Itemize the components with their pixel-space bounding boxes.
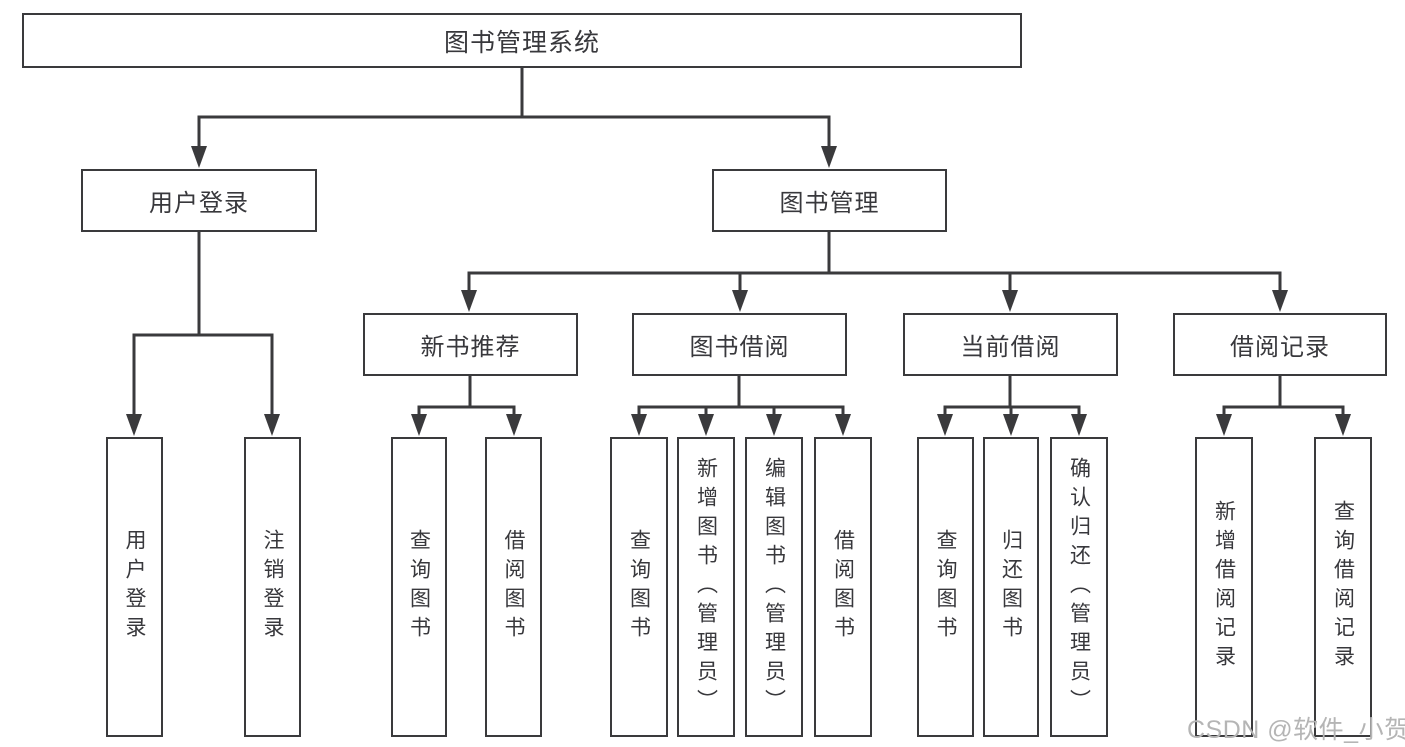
leaf-edit-books-admin: 编辑图书（管理员） xyxy=(745,437,803,737)
node-label: 新书推荐 xyxy=(420,334,521,361)
node-label: 当前借阅 xyxy=(960,334,1061,361)
arrow-down-icon xyxy=(1071,414,1087,436)
node-label: 图书借阅 xyxy=(689,334,790,361)
connector-book-management xyxy=(461,231,1288,312)
arrow-down-icon xyxy=(191,146,207,168)
node-label: 借阅记录 xyxy=(1230,334,1330,361)
connector-borrowing-records xyxy=(1216,375,1351,436)
connector-book-borrowing xyxy=(631,375,851,436)
node-book-borrowing: 图书借阅 xyxy=(632,313,847,376)
leaf-add-borrow-record: 新增借阅记录 xyxy=(1195,437,1253,737)
arrow-down-icon xyxy=(1335,414,1351,436)
leaf-borrow-books: 借阅图书 xyxy=(814,437,872,737)
node-label: 用户登录 xyxy=(149,190,249,217)
arrow-down-icon xyxy=(698,414,714,436)
leaf-return-books: 归还图书 xyxy=(983,437,1039,737)
node-label: 查询借阅记录 xyxy=(1331,500,1355,674)
leaf-query-borrow-record: 查询借阅记录 xyxy=(1314,437,1372,737)
leaf-user-login: 用户登录 xyxy=(106,437,163,737)
connector-new-book-recommend xyxy=(411,375,522,436)
connector-current-borrowing xyxy=(937,375,1087,436)
arrow-down-icon xyxy=(1216,414,1232,436)
node-label: 确认归还（管理员） xyxy=(1067,456,1091,718)
arrow-down-icon xyxy=(937,414,953,436)
connector-root xyxy=(191,67,837,168)
node-borrowing-records: 借阅记录 xyxy=(1173,313,1387,376)
arrow-down-icon xyxy=(821,146,837,168)
node-library-system: 图书管理系统 xyxy=(22,13,1022,68)
arrow-down-icon xyxy=(461,290,477,312)
arrow-down-icon xyxy=(264,414,280,436)
node-label: 用户登录 xyxy=(123,529,146,645)
leaf-query-books: 查询图书 xyxy=(391,437,447,737)
arrow-down-icon xyxy=(766,414,782,436)
arrow-down-icon xyxy=(631,414,647,436)
node-current-borrowing: 当前借阅 xyxy=(903,313,1118,376)
arrow-down-icon xyxy=(506,414,522,436)
node-label: 新增图书（管理员） xyxy=(694,456,718,718)
node-new-book-recommend: 新书推荐 xyxy=(363,313,578,376)
arrow-down-icon xyxy=(1002,290,1018,312)
node-user-login: 用户登录 xyxy=(81,169,317,232)
leaf-query-books: 查询图书 xyxy=(917,437,974,737)
leaf-confirm-return-admin: 确认归还（管理员） xyxy=(1050,437,1108,737)
node-label: 查询图书 xyxy=(407,529,431,645)
node-label: 查询图书 xyxy=(934,529,957,645)
leaf-query-books: 查询图书 xyxy=(610,437,668,737)
csdn-watermark: CSDN @软件_小贺同学 xyxy=(1187,716,1405,744)
node-book-management: 图书管理 xyxy=(712,169,947,232)
arrow-down-icon xyxy=(732,290,748,312)
arrow-down-icon xyxy=(835,414,851,436)
connector-user-login xyxy=(126,231,280,436)
arrow-down-icon xyxy=(411,414,427,436)
arrow-down-icon xyxy=(1003,414,1019,436)
node-label: 注销登录 xyxy=(261,529,284,645)
node-label: 图书管理系统 xyxy=(443,28,600,57)
leaf-logout: 注销登录 xyxy=(244,437,301,737)
node-label: 归还图书 xyxy=(999,529,1023,645)
leaf-add-books-admin: 新增图书（管理员） xyxy=(677,437,735,737)
leaf-borrow-books: 借阅图书 xyxy=(485,437,542,737)
node-label: 查询图书 xyxy=(627,529,651,645)
arrow-down-icon xyxy=(1272,290,1288,312)
node-label: 借阅图书 xyxy=(831,529,855,645)
node-label: 图书管理 xyxy=(779,190,880,217)
node-label: 借阅图书 xyxy=(502,529,525,645)
node-label: 新增借阅记录 xyxy=(1212,500,1236,674)
arrow-down-icon xyxy=(126,414,142,436)
node-label: 编辑图书（管理员） xyxy=(762,456,786,718)
